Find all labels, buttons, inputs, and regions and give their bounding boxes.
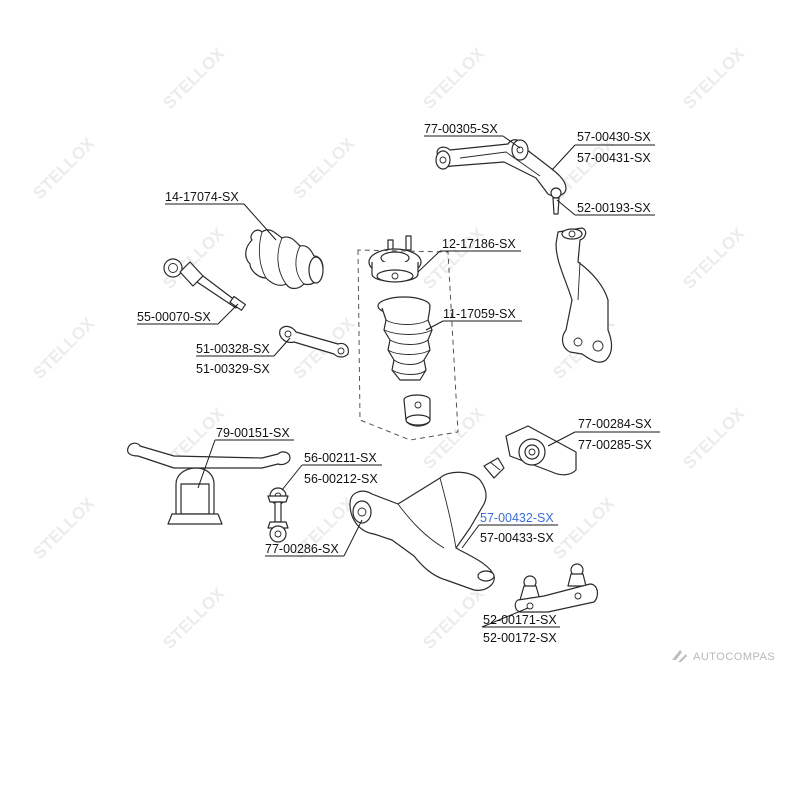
brand-watermark: STELLOX — [29, 313, 98, 382]
label-arm-bushing-left[interactable]: 77-00284-SX — [578, 417, 652, 431]
label-upper-arm-left[interactable]: 57-00430-SX — [577, 130, 651, 144]
label-upper-arm-right[interactable]: 57-00431-SX — [577, 151, 651, 165]
label-dust-cover[interactable]: 11-17059-SX — [443, 307, 516, 321]
brand-watermark: STELLOX — [289, 133, 358, 202]
label-stab-link-left[interactable]: 56-00211-SX — [304, 451, 377, 465]
dust-cover-part — [377, 296, 433, 427]
stabilizer-link-part — [267, 487, 289, 543]
label-strut-mount[interactable]: 12-17186-SX — [442, 237, 516, 251]
upper-control-arm-part — [435, 139, 567, 215]
brand-watermark: STELLOX — [679, 43, 748, 112]
leader-lines — [137, 135, 660, 628]
label-lower-ball-right[interactable]: 52-00172-SX — [483, 631, 557, 645]
steering-knuckle-part — [555, 227, 613, 363]
label-upper-arm-bushing[interactable]: 77-00305-SX — [424, 122, 498, 136]
brand-watermark: STELLOX — [549, 493, 618, 562]
label-upper-ball-joint[interactable]: 52-00193-SX — [577, 201, 651, 215]
part-labels: 77-00305-SX 57-00430-SX 57-00431-SX 52-0… — [137, 122, 652, 645]
brand-watermark: STELLOX — [679, 223, 748, 292]
label-stab-link-right[interactable]: 56-00212-SX — [304, 472, 378, 486]
brand-watermark: STELLOX — [419, 223, 488, 292]
label-lower-arm-bushing[interactable]: 77-00286-SX — [265, 542, 339, 556]
brand-watermark: STELLOX — [29, 493, 98, 562]
lower-control-arm-part — [349, 457, 505, 591]
stabilizer-bar-part — [127, 442, 291, 525]
site-watermark: AUTOCOMPAS — [693, 651, 775, 663]
brand-watermark: STELLOX — [419, 43, 488, 112]
strut-mount-part — [368, 235, 422, 283]
brand-watermark: STELLOX — [679, 403, 748, 472]
link-part — [279, 325, 349, 358]
label-stab-bushing[interactable]: 79-00151-SX — [216, 426, 290, 440]
lower-arm-bushing-part — [505, 425, 577, 476]
label-arm-bushing-right[interactable]: 77-00285-SX — [578, 438, 652, 452]
brand-watermark: STELLOX — [29, 133, 98, 202]
brand-watermark: STELLOX — [419, 583, 488, 652]
label-lower-arm-left[interactable]: 57-00432-SX — [480, 511, 554, 525]
site-logo-icon — [672, 650, 687, 662]
lower-ball-joint-part — [514, 563, 599, 613]
label-lower-arm-right[interactable]: 57-00433-SX — [480, 531, 554, 545]
label-tie-rod[interactable]: 55-00070-SX — [137, 310, 211, 324]
label-steering-boot[interactable]: 14-17074-SX — [165, 190, 239, 204]
brand-watermark: STELLOX — [159, 583, 228, 652]
inner-tie-rod-part — [163, 258, 247, 311]
label-link-right[interactable]: 51-00329-SX — [196, 362, 270, 376]
brand-watermark: STELLOX — [159, 43, 228, 112]
steering-boot-part — [245, 229, 324, 290]
label-lower-ball-left[interactable]: 52-00171-SX — [483, 613, 557, 627]
label-link-left[interactable]: 51-00328-SX — [196, 342, 270, 356]
